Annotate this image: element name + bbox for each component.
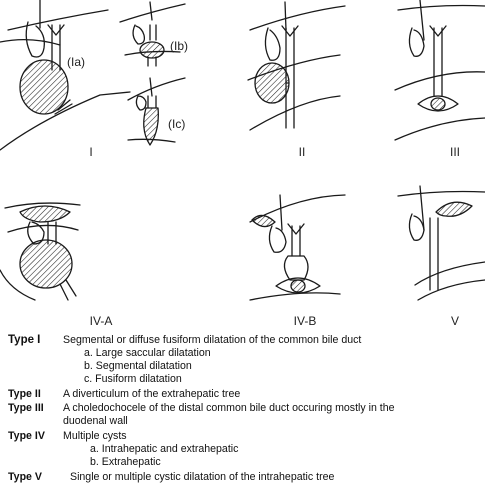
type4-item-b: b. Extrahepatic xyxy=(90,456,161,468)
type3-desc-line1: A choledochocele of the distal common bi… xyxy=(63,402,395,414)
panel-type-iva xyxy=(0,202,81,301)
panel-type-ic xyxy=(127,77,186,146)
type3-label: Type III xyxy=(8,402,44,414)
label-iva: IV-A xyxy=(90,314,113,328)
panel-type-v xyxy=(397,185,485,301)
type3-desc-line2: duodenal wall xyxy=(63,415,128,427)
type2-label: Type II xyxy=(8,388,41,400)
type4-label: Type IV xyxy=(8,430,45,442)
type1-desc: Segmental or diffuse fusiform dilatation… xyxy=(63,334,362,346)
type2-desc: A diverticulum of the extrahepatic tree xyxy=(63,388,241,400)
panel-type-ii xyxy=(247,1,346,131)
type5-label: Type V xyxy=(8,471,42,483)
type4-desc: Multiple cysts xyxy=(63,430,127,442)
panel-type-iii xyxy=(394,0,485,141)
label-iii: III xyxy=(450,145,460,159)
type1-label: Type I xyxy=(8,334,41,346)
choledochal-cyst-diagram: (Ia) (Ib) (Ic) I II III IV-A IV-B V xyxy=(0,0,485,328)
label-ivb: IV-B xyxy=(294,314,317,328)
label-ic: (Ic) xyxy=(168,117,185,131)
panel-type-ia xyxy=(0,0,131,151)
type4-item-a: a. Intrahepatic and extrahepatic xyxy=(90,443,239,455)
type1-item-a: a. Large saccular dilatation xyxy=(84,347,211,359)
type5-desc: Single or multiple cystic dilatation of … xyxy=(70,471,335,483)
label-v: V xyxy=(451,314,459,328)
type1-item-c: c. Fusiform dilatation xyxy=(84,373,182,385)
label-ia: (Ia) xyxy=(67,55,85,69)
label-ib: (Ib) xyxy=(170,39,188,53)
panel-type-ivb xyxy=(249,194,346,301)
label-ii: II xyxy=(299,145,306,159)
label-i: I xyxy=(89,145,92,159)
type1-item-b: b. Segmental dilatation xyxy=(84,360,192,372)
panel-type-ib xyxy=(119,1,186,67)
